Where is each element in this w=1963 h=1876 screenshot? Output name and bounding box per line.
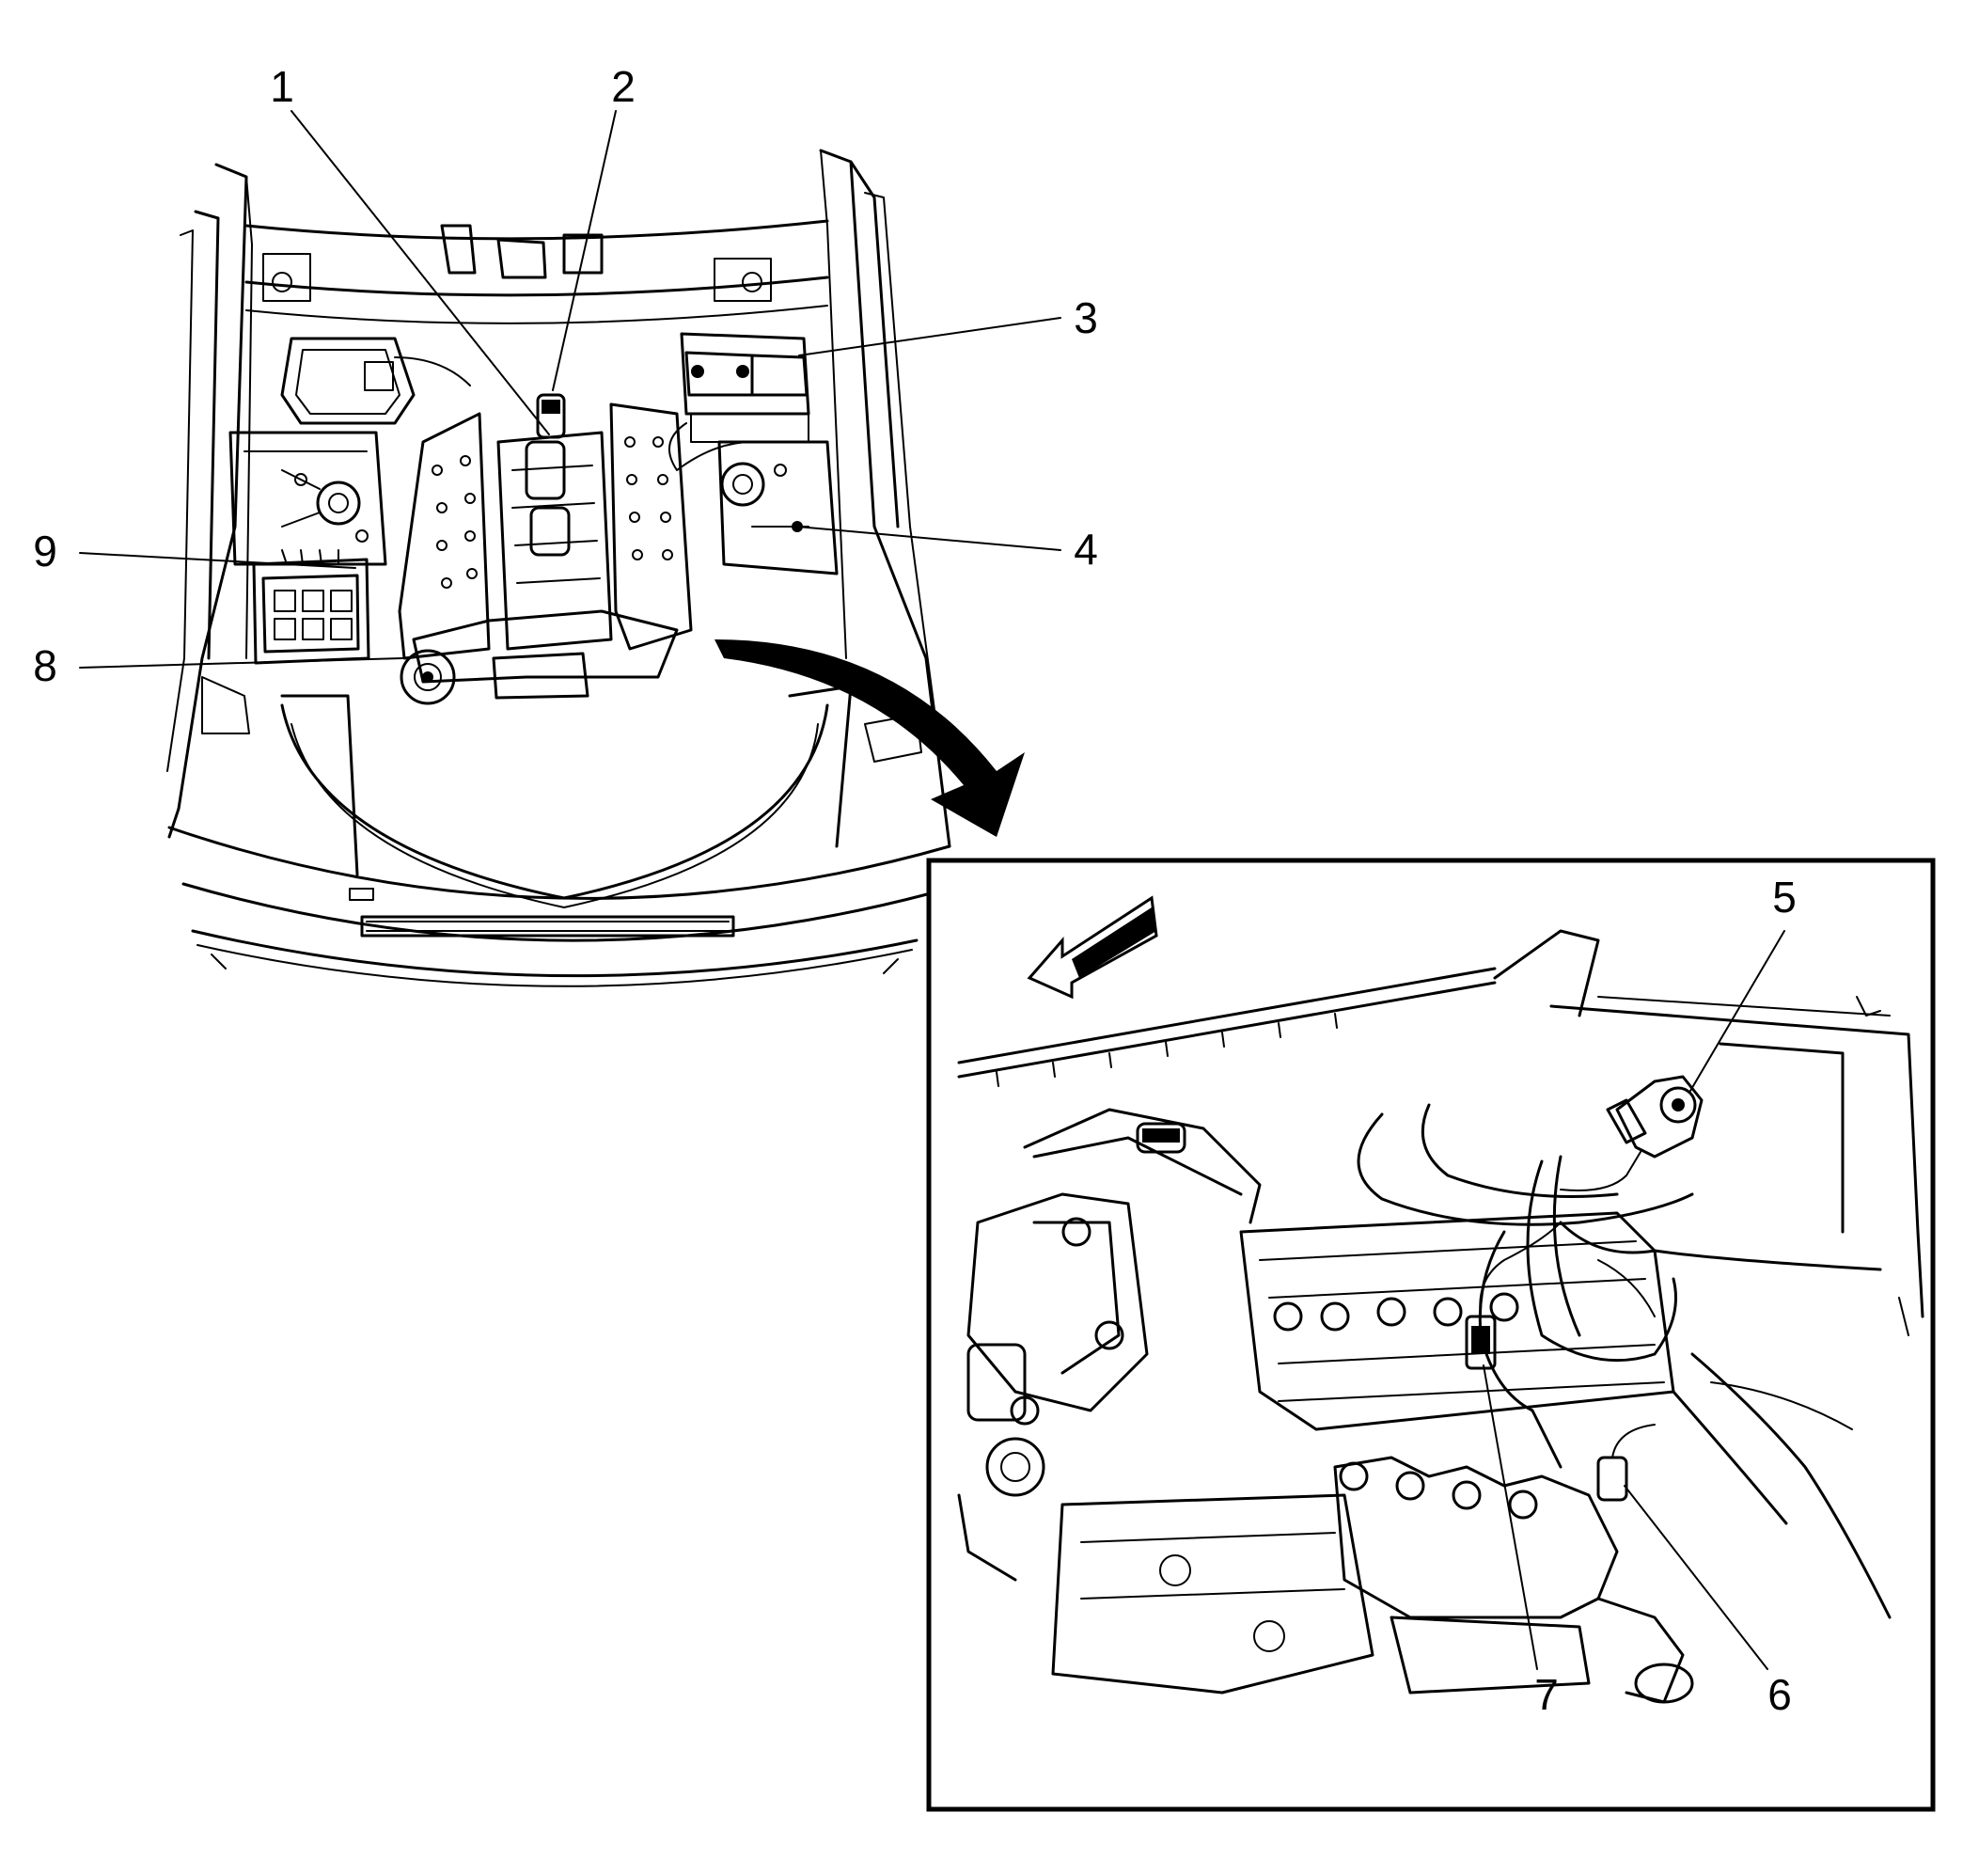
callout-labels: 1 2 3 4 5 6 7 8 9 — [33, 62, 1797, 1719]
right-shock-tower — [717, 440, 839, 575]
leader-line-5 — [1689, 930, 1785, 1092]
leader-line-8 — [79, 657, 403, 669]
cowl-firewall — [244, 219, 829, 324]
callout-6: 6 — [1767, 1670, 1792, 1719]
left-shock-tower — [228, 431, 387, 566]
sensor-connector — [1560, 1075, 1704, 1191]
left-fender — [166, 163, 253, 839]
leader-line-4 — [796, 526, 1061, 551]
front-direction-arrow — [1027, 895, 1158, 1000]
detail-inset — [926, 858, 1936, 1812]
zoom-arrow — [715, 639, 1025, 837]
leader-line-1 — [291, 110, 550, 435]
engine-detail — [957, 1108, 1892, 1704]
callout-5: 5 — [1772, 873, 1797, 922]
leader-line-2 — [552, 110, 617, 391]
right-fender — [819, 149, 951, 848]
inset-frame — [926, 858, 1936, 1812]
fuse-block — [252, 549, 370, 665]
leader-line-7 — [1483, 1364, 1538, 1670]
left-reservoir — [280, 337, 471, 425]
callout-4: 4 — [1074, 525, 1098, 574]
front-bumper — [167, 676, 951, 987]
callout-3: 3 — [1074, 293, 1098, 342]
callout-7: 7 — [1534, 1670, 1559, 1719]
leader-lines — [79, 110, 1785, 1670]
vehicle-overview — [166, 149, 951, 987]
callout-2: 2 — [611, 62, 636, 111]
battery — [668, 332, 810, 471]
engine — [398, 393, 693, 705]
callout-9: 9 — [33, 527, 57, 575]
callout-1: 1 — [270, 62, 294, 111]
inner-fender — [957, 929, 1924, 1336]
callout-8: 8 — [33, 641, 57, 690]
leader-line-9 — [79, 552, 356, 569]
leader-line-3 — [798, 317, 1061, 356]
leader-line-6 — [1624, 1485, 1768, 1670]
